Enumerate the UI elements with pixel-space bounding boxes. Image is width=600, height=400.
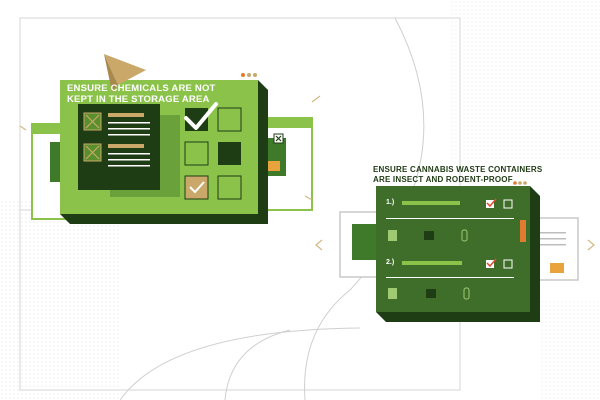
back-window-right (265, 117, 313, 211)
checkbox-grid (184, 102, 242, 200)
dot-pattern-bottom-right (540, 300, 600, 400)
checklist-row-1-label: 1.) (386, 199, 395, 206)
right-panel-title: ENSURE CANNABIS WASTE CONTAINERS ARE INS… (373, 165, 543, 184)
right-back-window-left (315, 211, 386, 278)
checklist-row-2-label: 2.) (386, 259, 395, 266)
inner-document (78, 104, 160, 190)
left-panel-title: ENSURE CHEMICALS ARE NOT KEPT IN THE STO… (67, 83, 216, 105)
right-main-panel (376, 186, 540, 322)
dot-pattern-top-right (450, 0, 600, 160)
checklist-row-1 (386, 198, 514, 242)
checklist-row-2 (386, 258, 514, 300)
